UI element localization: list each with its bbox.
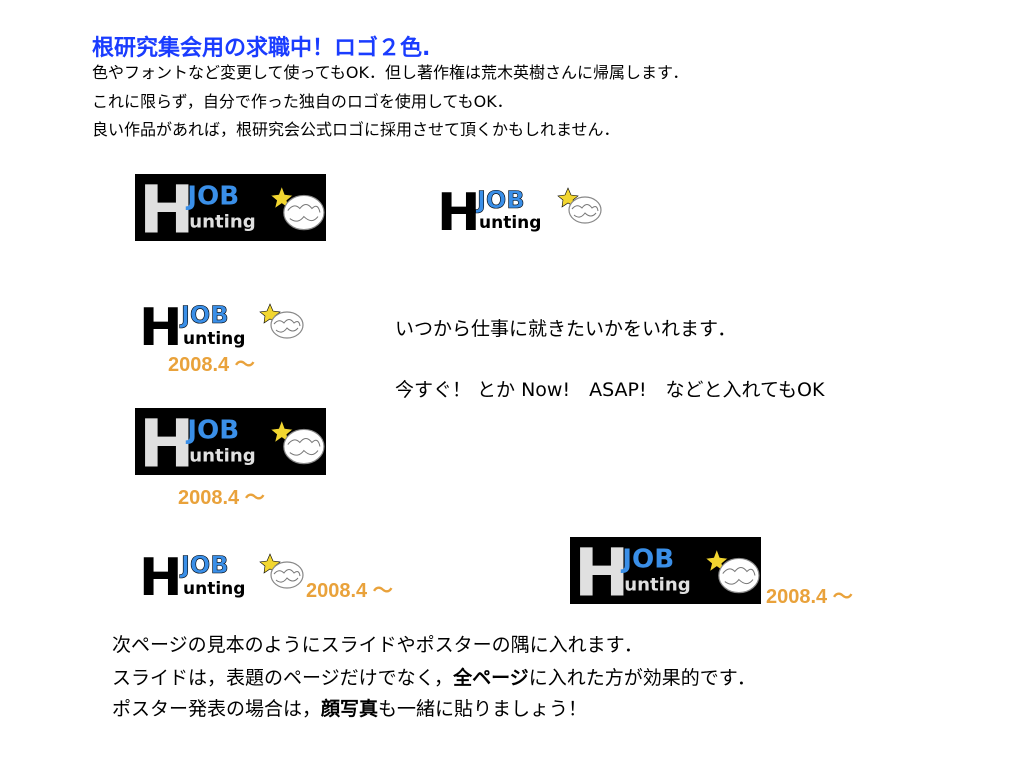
logo-unting-word: unting (183, 329, 245, 348)
bottom-line-2-part-a: スライドは，表題のページだけでなく， (112, 667, 454, 689)
date-label-4: 2008.4 ～ (766, 586, 853, 608)
logo-dark-3: H JOB unting (570, 537, 761, 604)
brain-folds (287, 437, 321, 456)
logo-h-letter: H (574, 537, 630, 604)
page-title: 根研究集会用の求職中！ロゴ２色. (92, 36, 431, 61)
date-label-2: 2008.4 ～ (178, 487, 265, 509)
logo-job-word: JOB (475, 186, 525, 214)
brain-folds (273, 569, 301, 583)
logo-unting-word: unting (624, 575, 690, 596)
brain-folds (722, 566, 756, 585)
bottom-line-3-emphasis: 顔写真 (321, 698, 379, 720)
job-hunting-logo-light: H JOB unting (139, 548, 304, 598)
logo-job-word: JOB (185, 415, 239, 445)
date-label-1: 2008.4 ～ (168, 354, 255, 376)
intro-line-1: 色やフォントなど変更して使ってもOK．但し著作権は荒木英樹さんに帰属します． (92, 63, 689, 82)
logo-light-2: H JOB unting (137, 298, 307, 348)
intro-line-3: 良い作品があれば，根研究会公式ロゴに採用させて頂くかもしれません． (92, 120, 620, 139)
bottom-line-2: スライドは，表題のページだけでなく，全ページに入れた方が効果的です． (112, 664, 756, 692)
logo-unting-word: unting (479, 213, 541, 233)
logo-h-letter: H (139, 174, 195, 241)
brain-icon (568, 196, 602, 224)
brain-folds (571, 204, 599, 218)
logo-job-word: JOB (185, 181, 239, 211)
logo-job-word: JOB (620, 544, 674, 574)
note-line-2: 今すぐ！ とか Now! ASAP! などと入れてもOK (395, 379, 825, 401)
brain-icon (718, 557, 760, 594)
brain-icon (283, 194, 325, 231)
logo-light-3: H JOB unting (137, 548, 307, 598)
brain-icon (283, 428, 325, 465)
logo-h-letter: H (139, 298, 183, 348)
bottom-line-3: ポスター発表の場合は，顔写真も一緒に貼りましょう！ (112, 695, 587, 723)
logo-job-word: JOB (179, 551, 229, 579)
job-hunting-logo-dark: H JOB unting (139, 174, 325, 241)
logo-dark-1: H JOB unting (135, 174, 326, 241)
date-label-3: 2008.4 ～ (306, 580, 393, 602)
logo-unting-word: unting (189, 212, 255, 233)
brain-folds (273, 319, 301, 333)
note-line-1: いつから仕事に就きたいかをいれます． (395, 318, 737, 340)
logo-h-letter: H (139, 408, 195, 475)
logo-light-1: H JOB unting (435, 182, 605, 234)
bottom-line-2-part-c: に入れた方が効果的です． (528, 667, 756, 689)
brain-icon (270, 311, 304, 339)
logo-unting-word: unting (183, 579, 245, 598)
bottom-line-1: 次ページの見本のようにスライドやポスターの隅に入れます． (112, 634, 643, 656)
job-hunting-logo-light: H JOB unting (437, 183, 602, 234)
brain-icon (270, 561, 304, 589)
bottom-line-2-emphasis: 全ページ (453, 667, 529, 689)
job-hunting-logo-light: H JOB unting (139, 298, 304, 348)
logo-job-word: JOB (179, 301, 229, 329)
logo-unting-word: unting (189, 446, 255, 467)
logo-h-letter: H (437, 183, 481, 234)
intro-line-2: これに限らず，自分で作った独自のロゴを使用してもOK． (92, 92, 513, 111)
brain-folds (287, 203, 321, 222)
logo-h-letter: H (139, 548, 183, 598)
job-hunting-logo-dark: H JOB unting (139, 408, 325, 475)
logo-dark-2: H JOB unting (135, 408, 326, 475)
job-hunting-logo-dark: H JOB unting (574, 537, 760, 604)
bottom-line-3-part-c: も一緒に貼りましょう！ (378, 698, 588, 720)
bottom-line-3-part-a: ポスター発表の場合は， (112, 698, 322, 720)
